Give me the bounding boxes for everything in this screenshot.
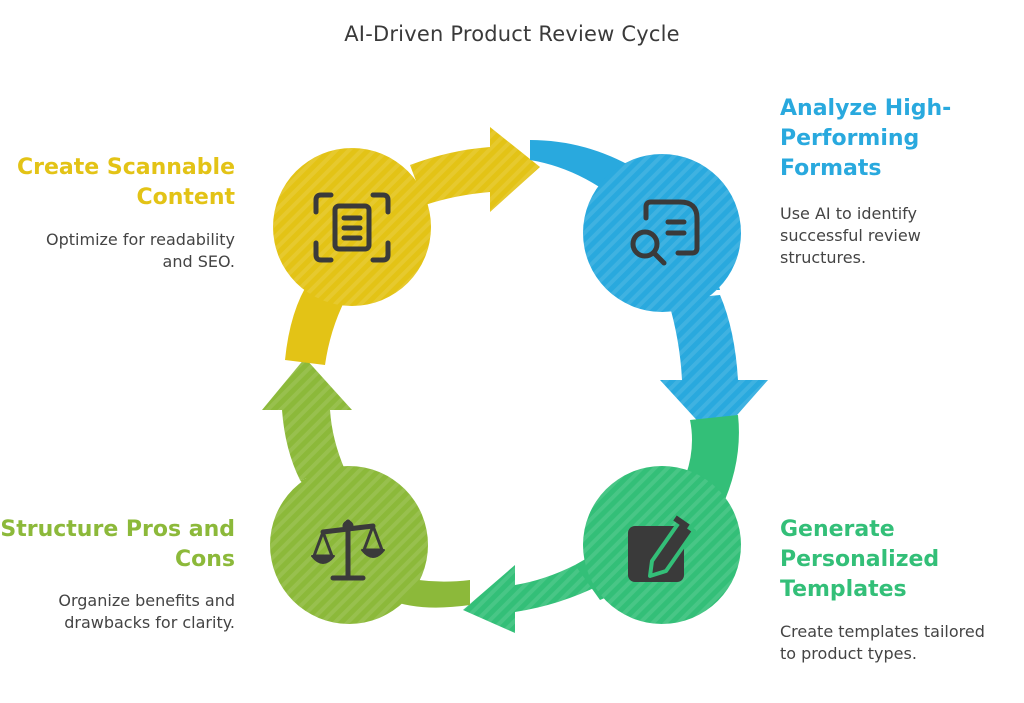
step-structure-description: Organize benefits and drawbacks for clar… (58, 590, 235, 634)
circle-analyze-formats (583, 154, 741, 312)
step-scannable-heading: Create Scannable Content (17, 153, 235, 213)
desc-line: Use AI to identify (780, 204, 917, 223)
desc-line: Create templates tailored (780, 622, 985, 641)
step-scannable-description: Optimize for readability and SEO. (46, 229, 235, 273)
step-generate-heading-line: Generate (780, 517, 895, 542)
step-analyze-description: Use AI to identify successful review str… (780, 203, 921, 269)
arrow-yellow-to-blue (410, 127, 540, 212)
step-generate-description: Create templates tailored to product typ… (780, 621, 985, 665)
step-generate-heading: Generate Personalized Templates (780, 515, 939, 605)
desc-line: and SEO. (162, 252, 235, 271)
diagram-title: AI-Driven Product Review Cycle (344, 22, 680, 46)
step-structure-heading-line: Cons (174, 547, 235, 572)
step-scannable-heading-line: Create Scannable (17, 155, 235, 180)
step-analyze-heading-line: Formats (780, 156, 882, 181)
desc-line: structures. (780, 248, 867, 267)
balance-scale-icon (311, 519, 385, 581)
step-analyze-heading-line: Performing (780, 126, 920, 151)
edit-square-icon (628, 515, 696, 582)
desc-line: successful review (780, 226, 921, 245)
scan-document-icon (313, 192, 391, 263)
step-analyze-heading: Analyze High- Performing Formats (780, 94, 951, 184)
step-scannable-heading-line: Content (136, 185, 235, 210)
step-structure-heading-line: Structure Pros and (0, 517, 235, 542)
step-structure-heading: Structure Pros and Cons (0, 515, 235, 575)
desc-line: Organize benefits and (58, 591, 235, 610)
step-generate-heading-line: Personalized (780, 547, 940, 572)
desc-line: Optimize for readability (46, 230, 235, 249)
step-generate-heading-line: Templates (780, 577, 907, 602)
document-search-icon (630, 199, 700, 266)
desc-line: drawbacks for clarity. (64, 613, 235, 632)
desc-line: to product types. (780, 644, 917, 663)
step-analyze-heading-line: Analyze High- (780, 96, 952, 121)
